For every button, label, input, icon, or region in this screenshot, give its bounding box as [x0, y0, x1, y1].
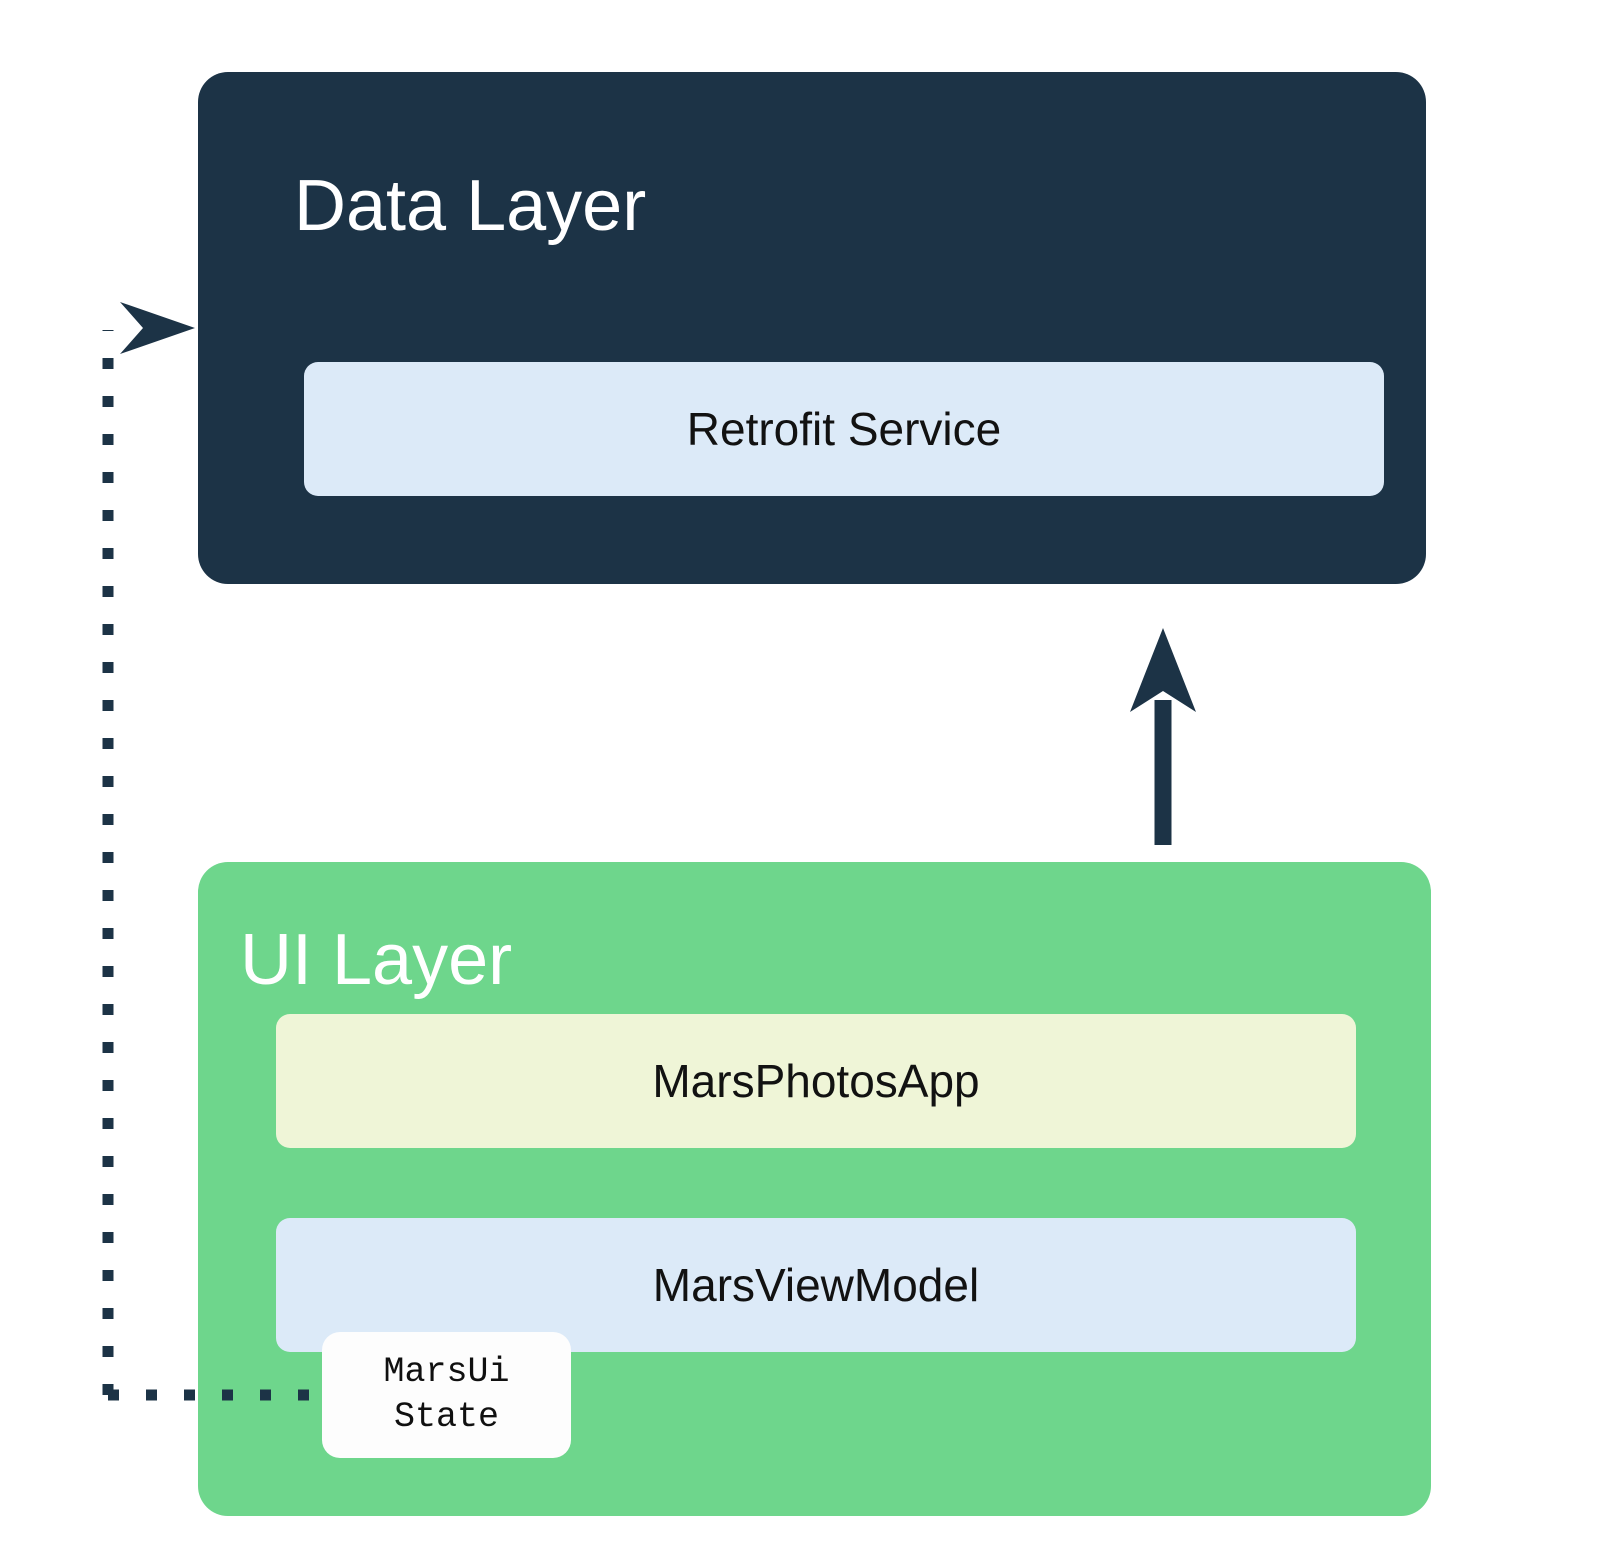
retrofit-service-box[interactable]: Retrofit Service: [304, 362, 1384, 496]
dotted-arrowhead-icon: [120, 302, 195, 354]
mars-photos-app-box[interactable]: MarsPhotosApp: [276, 1014, 1356, 1148]
mars-view-model-box[interactable]: MarsViewModel: [276, 1218, 1356, 1352]
mars-ui-state-line-2: State: [393, 1397, 500, 1437]
ui-layer-title: UI Layer: [240, 920, 513, 1000]
mars-ui-state-callout[interactable]: MarsUi State: [322, 1332, 571, 1458]
mars-ui-state-line-1: MarsUi: [383, 1352, 510, 1393]
data-layer-title: Data Layer: [294, 166, 647, 246]
solid-arrowhead-icon: [1130, 628, 1196, 712]
data-layer-container: Data Layer Retrofit Service: [198, 72, 1426, 584]
